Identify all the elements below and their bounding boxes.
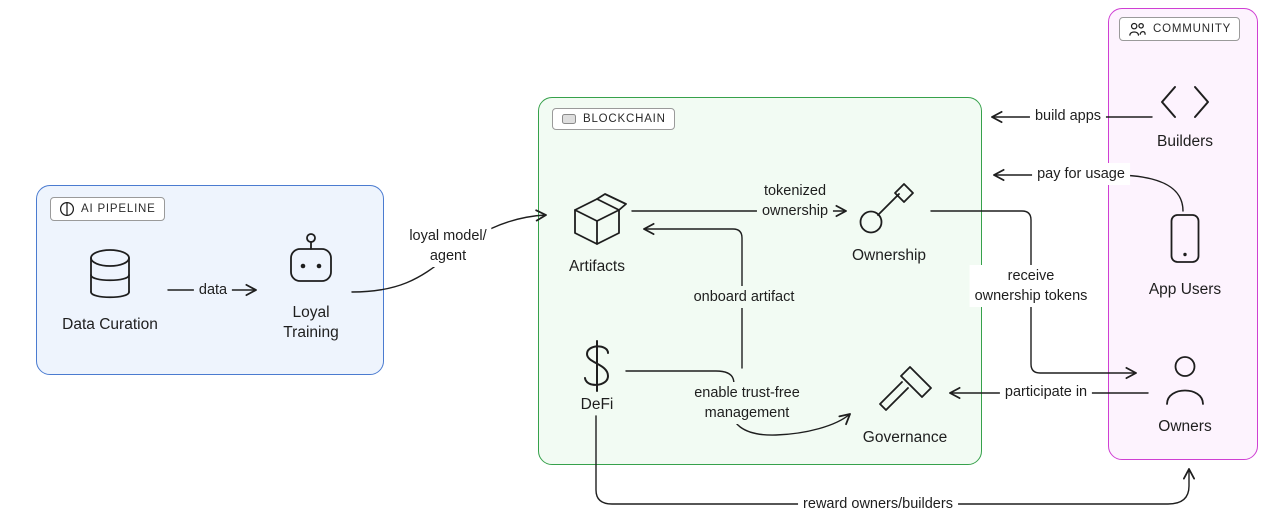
people-icon (1129, 22, 1146, 36)
community-frame-label: COMMUNITY (1119, 17, 1241, 41)
gavel-icon (876, 364, 934, 420)
split-circle-icon (59, 201, 75, 217)
package-icon (567, 191, 627, 253)
node-label-builders: Builders (1157, 133, 1213, 150)
key-icon (858, 182, 916, 236)
person-icon (1163, 355, 1207, 405)
edge-label-reward-owners-builders: reward owners/builders (798, 493, 958, 515)
node-label-artifacts: Artifacts (569, 258, 625, 275)
blockchain-frame-text: BLOCKCHAIN (583, 113, 666, 125)
edge-label-enable-trust-free: enable trust-free management (689, 382, 805, 424)
community-frame-text: COMMUNITY (1153, 23, 1232, 35)
edge-label-onboard-artifact: onboard artifact (688, 286, 800, 308)
smartphone-icon (1167, 212, 1203, 266)
edge-label-tokenized-ownership: tokenized ownership (756, 180, 834, 222)
edge-label-build-apps: build apps (1029, 105, 1107, 127)
code-brackets-icon (1159, 84, 1211, 120)
node-label-data-curation: Data Curation (62, 316, 158, 333)
node-label-governance: Governance (862, 429, 948, 446)
node-label-app-users: App Users (1148, 281, 1222, 298)
database-icon (84, 247, 136, 303)
blockchain-frame-label: BLOCKCHAIN (552, 108, 675, 130)
edge-label-loyal-model-agent: loyal model/ agent (404, 225, 492, 267)
ai-pipeline-frame-text: AI PIPELINE (81, 203, 156, 215)
edge-label-data: data (193, 279, 233, 301)
node-label-ownership: Ownership (851, 247, 927, 264)
block-icon (562, 114, 576, 124)
node-label-defi: DeFi (580, 396, 614, 413)
node-label-owners: Owners (1158, 418, 1212, 435)
robot-icon (287, 232, 335, 290)
edge-label-pay-for-usage: pay for usage (1032, 163, 1130, 185)
node-label-loyal-training: Loyal Training (283, 304, 339, 342)
dollar-icon (574, 338, 620, 394)
edge-label-receive-ownership-tokens: receive ownership tokens (969, 265, 1093, 307)
ai-pipeline-frame-label: AI PIPELINE (50, 197, 165, 221)
edge-label-participate-in: participate in (999, 381, 1093, 403)
